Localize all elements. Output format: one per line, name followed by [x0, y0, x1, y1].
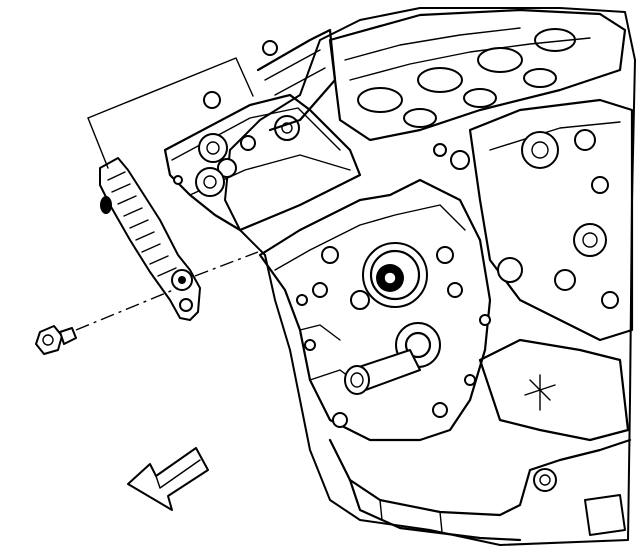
- leader-lines: [75, 57, 259, 331]
- engine-block-icon: [163, 7, 636, 546]
- guide-bolt-icon: [35, 325, 77, 355]
- timing-chain-guide-icon: [99, 157, 201, 321]
- front-direction-arrow-icon: [127, 447, 209, 511]
